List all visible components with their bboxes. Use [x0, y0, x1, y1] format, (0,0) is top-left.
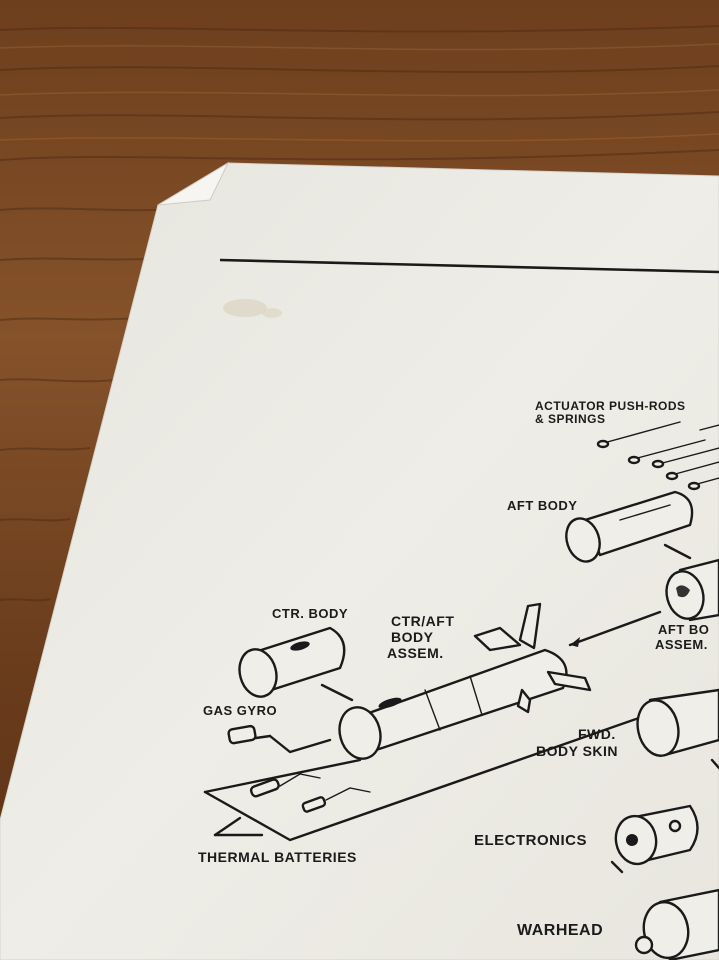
actuator-pushrods-drawing	[596, 421, 719, 491]
aft-body-assem-drawing	[568, 558, 719, 647]
label-ctr-aft-line1: CTR/AFT	[391, 613, 454, 629]
fwd-body-skin-drawing	[636, 688, 719, 770]
folded-corner	[157, 161, 230, 206]
label-ctr-aft-line2: BODY	[391, 629, 434, 645]
label-aft-body-assem-line1: AFT BO	[658, 622, 709, 637]
label-ctr-body: CTR. BODY	[272, 606, 348, 621]
label-aft-body-assem-line2: ASSEM.	[655, 637, 708, 652]
label-ctr-aft-line3: ASSEM.	[387, 645, 444, 661]
paper-stain	[223, 299, 267, 317]
electronics-drawing	[610, 804, 699, 874]
label-actuator-line1: ACTUATOR PUSH-RODS	[535, 399, 686, 413]
label-aft-body: AFT BODY	[507, 498, 577, 513]
gas-gyro-drawing	[227, 724, 332, 754]
header-rule	[219, 258, 719, 274]
aft-body-drawing	[565, 490, 694, 563]
warhead-drawing	[634, 888, 719, 960]
label-thermal-batteries: THERMAL BATTERIES	[198, 849, 357, 865]
label-fwd-line2: BODY SKIN	[536, 743, 618, 759]
label-fwd-line1: FWD.	[578, 726, 616, 742]
wood-grain	[0, 25, 719, 602]
label-gas-gyro: GAS GYRO	[203, 703, 277, 718]
ctr-aft-body-assem-drawing	[338, 602, 592, 760]
label-warhead: WARHEAD	[517, 922, 603, 939]
label-electronics: ELECTRONICS	[474, 832, 587, 849]
ctr-body-drawing	[238, 626, 354, 702]
label-actuator-line2: & SPRINGS	[535, 412, 606, 426]
thermal-batteries-drawing	[203, 688, 719, 842]
